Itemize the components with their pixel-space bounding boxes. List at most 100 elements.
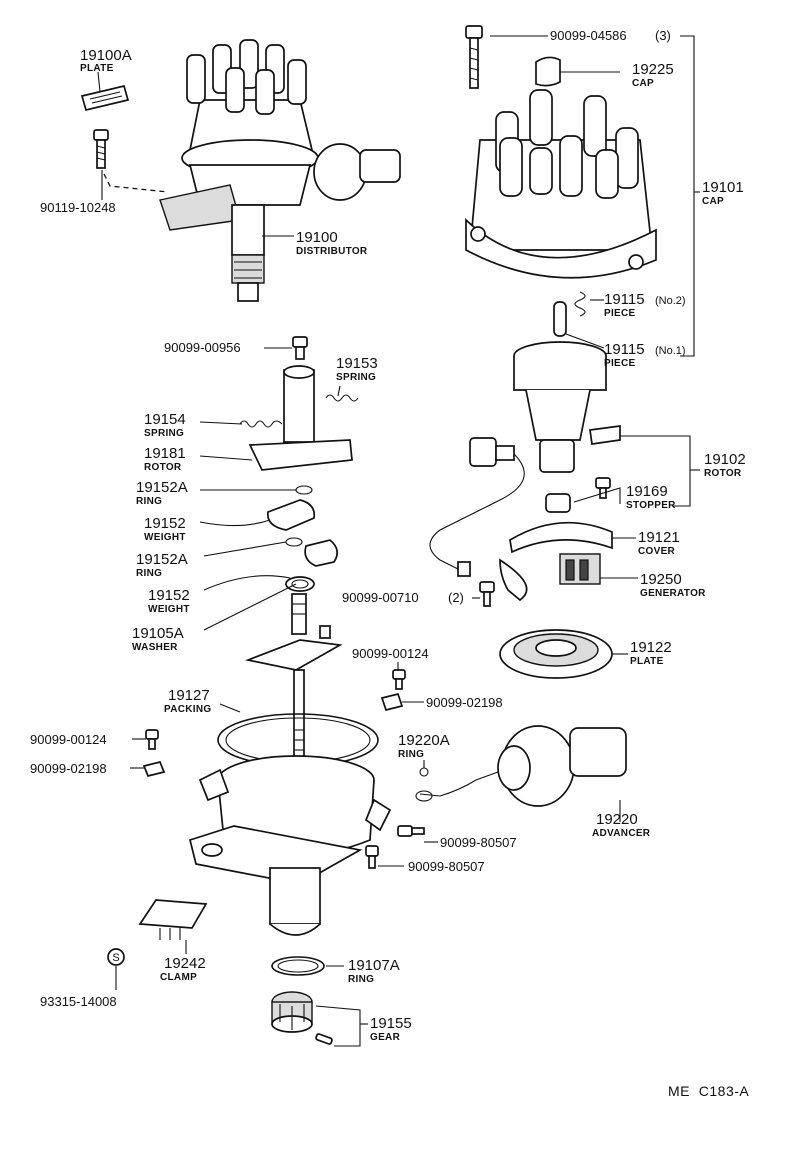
label-19152a-1: 19152A RING xyxy=(136,479,188,507)
svg-text:19225: 19225 xyxy=(632,61,674,78)
svg-text:19152A: 19152A xyxy=(136,551,188,568)
screw-00124-b-drawing xyxy=(145,729,159,750)
svg-text:19181: 19181 xyxy=(144,445,186,462)
leader-lines xyxy=(97,35,700,1047)
label-19115-no2: 19115 (No.2) PIECE xyxy=(604,291,686,319)
cover-19121-drawing xyxy=(509,521,613,554)
svg-text:19127: 19127 xyxy=(168,687,210,704)
plate-19122-drawing xyxy=(499,629,613,679)
svg-text:STOPPER: STOPPER xyxy=(626,500,676,511)
bolt-93315-drawing: S xyxy=(107,948,125,966)
screw-00710-drawing xyxy=(479,581,495,607)
svg-text:WASHER: WASHER xyxy=(132,642,178,653)
svg-text:RING: RING xyxy=(398,749,424,760)
clamp-19242-drawing xyxy=(138,899,208,940)
ring-19220a-drawing xyxy=(419,767,429,777)
label-90099-02198-b: 90099-02198 xyxy=(30,761,107,776)
label-90099-00956: 90099-00956 xyxy=(164,340,241,355)
svg-text:90119-10248: 90119-10248 xyxy=(40,200,116,215)
svg-text:RING: RING xyxy=(348,974,374,985)
stopper-19169-drawing xyxy=(545,477,611,513)
svg-text:PLATE: PLATE xyxy=(80,63,114,74)
svg-text:19101: 19101 xyxy=(702,179,744,196)
svg-text:SPRING: SPRING xyxy=(144,428,184,439)
distributor-19100-drawing xyxy=(159,39,401,302)
svg-text:19121: 19121 xyxy=(638,529,680,546)
cap-19101-drawing xyxy=(465,89,657,279)
svg-text:(3): (3) xyxy=(655,28,671,43)
svg-text:19169: 19169 xyxy=(626,483,668,500)
screw-80507-a-drawing xyxy=(397,825,425,837)
label-19100a: 19100A PLATE xyxy=(80,47,132,74)
svg-text:90099-02198: 90099-02198 xyxy=(426,695,503,710)
sensor-wire-drawing xyxy=(429,437,525,577)
svg-text:GENERATOR: GENERATOR xyxy=(640,588,706,599)
svg-text:PIECE: PIECE xyxy=(604,308,636,319)
plate-19100a-drawing xyxy=(80,84,130,112)
label-19107a: 19107A RING xyxy=(348,957,400,985)
governor-shaft-drawing xyxy=(239,365,359,471)
svg-text:19242: 19242 xyxy=(164,955,206,972)
svg-text:(No.1): (No.1) xyxy=(655,345,686,357)
label-90099-80507-a: 90099-80507 xyxy=(440,835,517,850)
label-19225: 19225 CAP xyxy=(632,61,674,89)
svg-text:PIECE: PIECE xyxy=(604,358,636,369)
diagram-code: ME C183-A xyxy=(668,1083,749,1099)
label-19115-no1: 19115 (No.1) PIECE xyxy=(604,341,686,369)
svg-text:19153: 19153 xyxy=(336,355,378,372)
label-19155: 19155 GEAR xyxy=(370,1015,412,1043)
svg-text:19152A: 19152A xyxy=(136,479,188,496)
generator-19250-drawing xyxy=(499,553,601,602)
label-19152-2: 19152 WEIGHT xyxy=(148,587,190,615)
label-19101: 19101 CAP xyxy=(702,179,744,207)
svg-text:90099-00124: 90099-00124 xyxy=(30,732,107,747)
label-19220: 19220 ADVANCER xyxy=(592,811,651,839)
label-19220a: 19220A RING xyxy=(398,732,450,760)
screw-00124-a-drawing xyxy=(392,669,406,690)
label-90099-00710: 90099-00710 (2) xyxy=(342,590,464,605)
label-19154: 19154 SPRING xyxy=(144,411,186,439)
washer-19105a-drawing xyxy=(285,576,315,592)
label-90099-00124-a: 90099-00124 xyxy=(352,646,429,661)
svg-text:19152: 19152 xyxy=(148,587,190,604)
svg-text:19154: 19154 xyxy=(144,411,186,428)
svg-text:CLAMP: CLAMP xyxy=(160,972,197,983)
svg-text:19115: 19115 xyxy=(604,291,645,308)
svg-text:90099-04586: 90099-04586 xyxy=(550,28,627,43)
gear-19155-drawing xyxy=(271,991,333,1045)
label-19152a-2: 19152A RING xyxy=(136,551,188,579)
svg-text:RING: RING xyxy=(136,496,162,507)
rotor-19102-drawing xyxy=(513,341,621,473)
svg-text:PACKING: PACKING xyxy=(164,704,211,715)
svg-text:ADVANCER: ADVANCER xyxy=(592,828,651,839)
label-19152-1: 19152 WEIGHT xyxy=(144,515,186,543)
label-19242: 19242 CLAMP xyxy=(160,955,206,983)
advancer-19220-drawing xyxy=(415,725,627,807)
svg-text:COVER: COVER xyxy=(638,546,676,557)
svg-text:90099-02198: 90099-02198 xyxy=(30,761,107,776)
svg-text:19250: 19250 xyxy=(640,571,682,588)
label-19122: 19122 PLATE xyxy=(630,639,672,667)
clip-02198-a-drawing xyxy=(380,692,404,712)
weight-19152-1-drawing xyxy=(266,499,316,531)
svg-text:19220: 19220 xyxy=(596,811,638,828)
label-19153: 19153 SPRING xyxy=(336,355,378,383)
label-90099-02198-a: 90099-02198 xyxy=(426,695,503,710)
svg-text:19115: 19115 xyxy=(604,341,645,358)
clip-02198-b-drawing xyxy=(142,760,166,778)
screw-04586-drawing xyxy=(465,25,483,89)
ring-19107a-drawing xyxy=(271,956,325,976)
piece-19115-no2-drawing xyxy=(574,291,586,317)
label-19121: 19121 COVER xyxy=(638,529,680,557)
svg-text:90099-80507: 90099-80507 xyxy=(408,859,485,874)
svg-text:90099-00124: 90099-00124 xyxy=(352,646,429,661)
cap-19225-drawing xyxy=(535,56,561,87)
label-19100: 19100 DISTRIBUTOR xyxy=(296,229,368,257)
svg-text:WEIGHT: WEIGHT xyxy=(144,532,186,543)
svg-text:RING: RING xyxy=(136,568,162,579)
svg-text:19107A: 19107A xyxy=(348,957,400,974)
label-19169: 19169 STOPPER xyxy=(626,483,676,511)
ring-19152a-1-drawing xyxy=(295,485,313,495)
